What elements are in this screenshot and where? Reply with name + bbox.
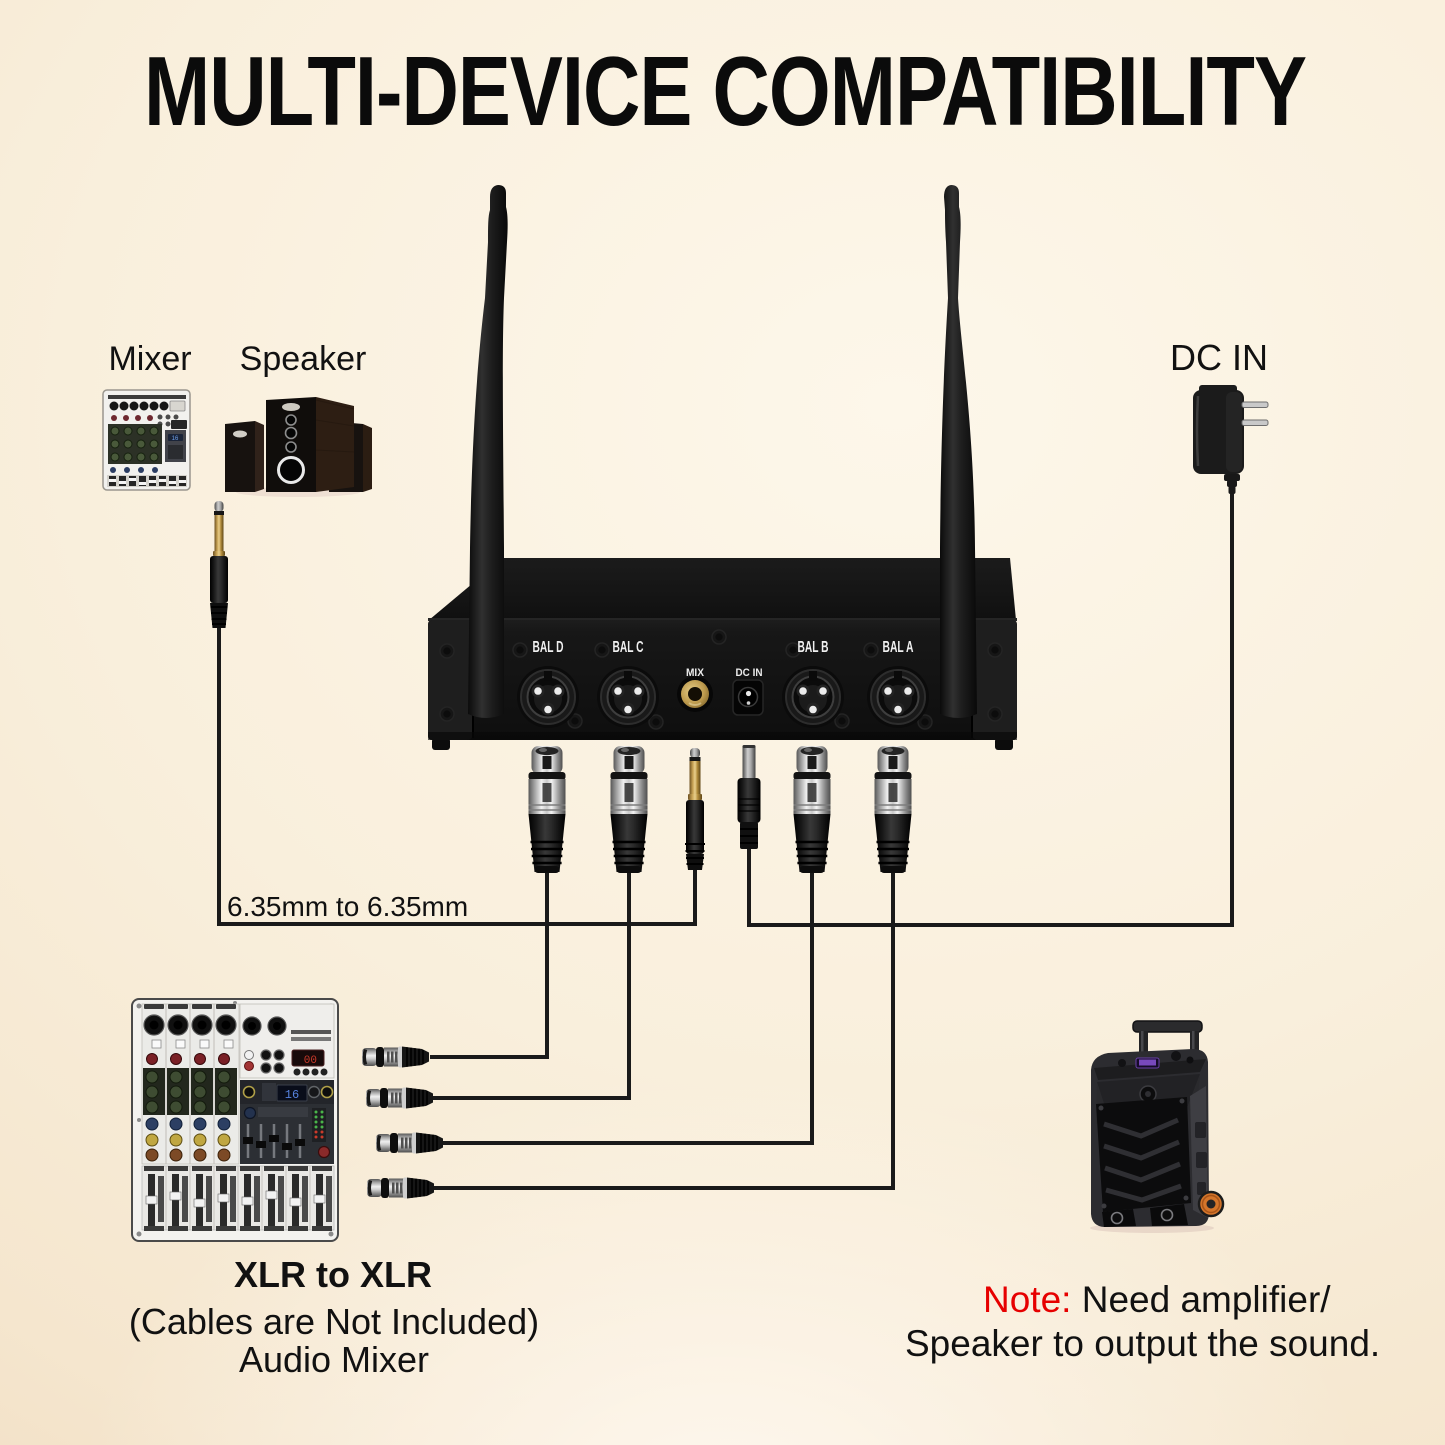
svg-text:6.35mm to 6.35mm: 6.35mm to 6.35mm	[227, 891, 468, 922]
svg-text:16: 16	[285, 1088, 299, 1102]
svg-text:Speaker: Speaker	[240, 340, 367, 378]
svg-text:BAL D: BAL D	[533, 639, 564, 656]
svg-text:MULTI-DEVICE COMPATIBILITY: MULTI-DEVICE COMPATIBILITY	[144, 36, 1306, 146]
svg-text:BAL B: BAL B	[798, 639, 829, 656]
svg-text:Note: Need amplifier/: Note: Need amplifier/	[983, 1279, 1331, 1320]
svg-text:16: 16	[172, 436, 179, 442]
svg-text:BAL C: BAL C	[613, 639, 644, 656]
svg-text:Mixer: Mixer	[108, 340, 191, 378]
svg-text:XLR to XLR: XLR to XLR	[234, 1254, 432, 1295]
svg-text:Speaker to output the sound.: Speaker to output the sound.	[905, 1323, 1380, 1364]
svg-text:DC IN: DC IN	[1170, 337, 1268, 378]
svg-text:BAL A: BAL A	[883, 639, 914, 656]
svg-text:MIX: MIX	[686, 667, 705, 679]
svg-text:(Cables are Not Included): (Cables are Not Included)	[129, 1301, 539, 1342]
svg-text:Audio Mixer: Audio Mixer	[239, 1339, 429, 1380]
svg-text:DC IN: DC IN	[736, 667, 763, 679]
svg-text:00: 00	[304, 1055, 317, 1067]
